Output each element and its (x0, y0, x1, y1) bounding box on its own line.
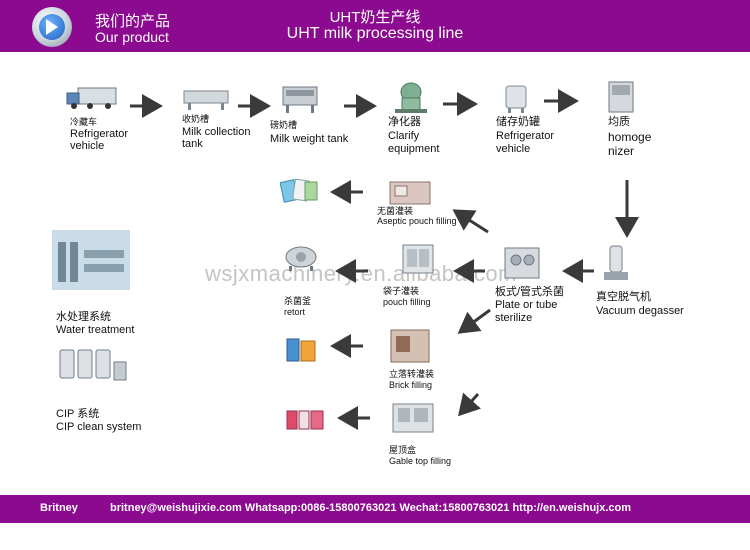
pouch-filling-machine-icon (402, 244, 434, 274)
contact-name: Britney (40, 502, 78, 514)
brick-filling-machine-icon (390, 329, 430, 363)
retort-en1: retort (284, 307, 306, 317)
refrigerator-vehicle-en1: Refrigerator (70, 128, 129, 140)
milk-weight-tank-icon (282, 86, 318, 113)
refrigerator-vehicle-en2: vehicle (70, 140, 105, 152)
storage-en1: Refrigerator (496, 130, 555, 142)
milk-weight-cn: 磅奶槽 (270, 120, 298, 130)
gable-top-filling-machine-icon (392, 403, 434, 433)
clarify-cn: 净化器 (388, 116, 421, 128)
page-title-en: UHT milk processing line (286, 25, 464, 42)
homogenizer-cn: 均质 (608, 116, 630, 128)
storage-en2: vehicle (496, 143, 531, 155)
our-product-en: Our product (95, 29, 169, 45)
aseptic-cn: 无菌灌装 (377, 206, 414, 216)
homogenizer-icon (608, 81, 634, 113)
storage-cn: 储存奶罐 (496, 116, 540, 128)
milk-collection-cn: 收奶槽 (182, 114, 210, 124)
sterilizer-icon (504, 247, 540, 279)
milk-collection-en2: tank (182, 138, 203, 150)
homogenizer-en2: nizer (608, 144, 635, 158)
aseptic-filling-machine-icon (389, 181, 431, 205)
cip-system-icon (59, 349, 127, 381)
sterilize-cn: 板式/管式杀菌 (495, 286, 565, 298)
storage-tank-icon (505, 85, 527, 113)
milk-collection-en1: Milk collection (182, 126, 251, 138)
pouch-cn: 袋子灌装 (383, 286, 420, 296)
pouch-en1: pouch filling (383, 297, 431, 307)
gable-cn: 屋顶盒 (389, 445, 417, 455)
arrow-logo-icon[interactable] (32, 7, 72, 47)
arrow-to-gable-top (457, 392, 481, 417)
degasser-cn: 真空脱气机 (596, 291, 651, 303)
cip-cn: CIP 系统 (56, 408, 100, 420)
sterilize-en2: sterilize (495, 312, 533, 324)
brick-carton-product-icon (286, 338, 316, 362)
retort-cn: 杀菌釜 (284, 296, 312, 306)
sterilize-en1: Plate or tube (495, 299, 558, 311)
refrigerator-vehicle-cn: 冷藏车 (70, 117, 98, 127)
brick-en1: Brick filling (389, 380, 433, 390)
milk-collection-tank-icon (183, 90, 229, 110)
clarify-en1: Clarify (388, 130, 420, 142)
vacuum-degasser-icon (604, 245, 628, 280)
water-treatment-machine-icon (52, 230, 130, 290)
header-bar: 我们的产品 Our product UHT奶生产线 UHT milk proce… (0, 0, 750, 52)
milk-pouch-product-icon (280, 178, 318, 203)
refrigerator-truck-icon (66, 87, 117, 109)
water-treatment-cn: 水处理系统 (56, 311, 111, 323)
arrow-sterilizer-to-aseptic (452, 209, 489, 234)
milk-weight-en1: Milk weight tank (270, 133, 349, 145)
brick-cn: 立落转灌装 (389, 369, 435, 379)
contact-details[interactable]: britney@weishujixie.com Whatsapp:0086-15… (110, 502, 632, 514)
retort-icon (285, 246, 317, 271)
degasser-en1: Vacuum degasser (596, 305, 684, 317)
homogenizer-en1: homoge (608, 130, 652, 144)
water-treatment-en1: Water treatment (56, 324, 135, 336)
footer-bar: Britney britney@weishujixie.com Whatsapp… (0, 495, 750, 523)
clarifier-icon (395, 82, 427, 113)
our-product-cn: 我们的产品 (95, 13, 171, 30)
arrow-sterilizer-to-brick (457, 308, 491, 334)
aseptic-en1: Aseptic pouch filling (377, 216, 457, 226)
clarify-en2: equipment (388, 143, 440, 155)
gable-top-carton-product-icon (286, 410, 324, 430)
page-title-cn: UHT奶生产线 (329, 9, 421, 26)
cip-en1: CIP clean system (56, 421, 142, 433)
gable-en1: Gable top filling (389, 456, 452, 466)
